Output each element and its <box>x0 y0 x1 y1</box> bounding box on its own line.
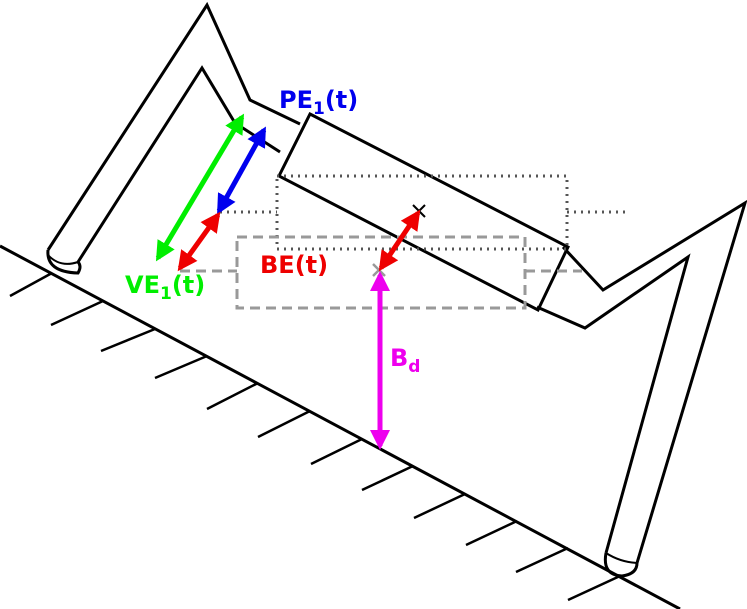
hatch-mark <box>100 327 156 353</box>
ve-label-tail: (t) <box>172 271 205 299</box>
hatch-mark <box>50 299 104 327</box>
bd-label-main: B <box>390 344 408 372</box>
pe-label-tail: (t) <box>325 86 358 114</box>
pe-label-main: PE <box>279 86 313 114</box>
body-outline-right-bottom <box>536 253 691 554</box>
body-block <box>276 111 570 313</box>
body-outline-outer <box>46 1 301 251</box>
ve-label-main: VE <box>125 271 160 299</box>
hatch-mark <box>567 574 621 602</box>
pe-label: PE1(t) <box>279 86 358 119</box>
right-foot <box>603 552 639 578</box>
pe-arrow <box>216 126 267 215</box>
be-label: BE(t) <box>260 251 328 279</box>
hatch-mark <box>361 464 414 492</box>
ground-hatching <box>9 271 621 602</box>
body-outline-right-top <box>561 200 747 564</box>
pe-label-sub: 1 <box>313 99 325 119</box>
bd-label: Bd <box>390 344 420 377</box>
right-foot-base <box>605 552 638 564</box>
hatch-mark <box>206 381 259 411</box>
hatch-mark <box>9 271 53 298</box>
hatch-mark <box>465 519 518 547</box>
hatch-mark <box>515 546 569 574</box>
be-arrow-left <box>177 211 221 272</box>
ve-label: VE1(t) <box>125 271 205 304</box>
ve-label-sub: 1 <box>160 284 172 304</box>
hatch-mark <box>154 354 208 380</box>
hatch-mark <box>413 492 466 520</box>
left-foot-base <box>47 254 79 265</box>
hatch-mark <box>310 437 363 466</box>
bd-label-sub: d <box>408 357 420 377</box>
hatch-mark <box>257 409 311 439</box>
left-foot <box>46 249 82 275</box>
be-arrow-center <box>378 209 421 272</box>
